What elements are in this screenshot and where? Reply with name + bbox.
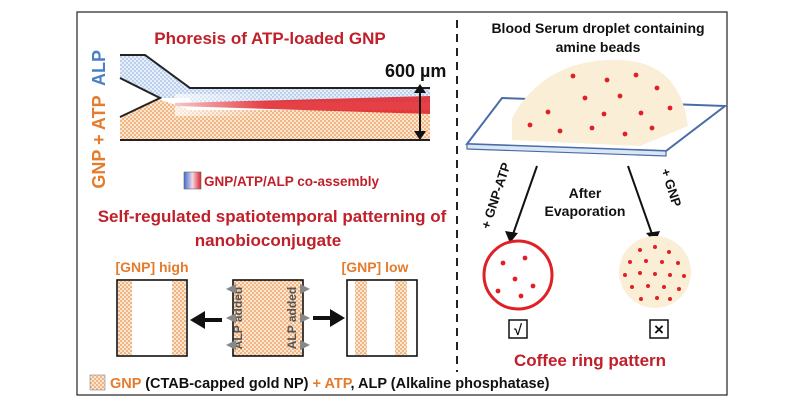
glass-slide-edge (466, 143, 667, 157)
arrow-gnp-atp (511, 165, 538, 238)
channel-width-arrow-head-bottom (414, 131, 426, 140)
co-assembly-legend-label: GNP/ATP/ALP co-assembly (204, 174, 380, 189)
alp-label: ALP (89, 50, 109, 86)
footer-alp-desc: , ALP (Alkaline phosphatase) (351, 376, 550, 392)
channel-splitter (119, 77, 163, 118)
channel-width-label: 600 µm (385, 61, 446, 81)
gnp-atp-result-circle (482, 239, 554, 311)
alp-added-arrows (226, 284, 310, 350)
gnp-low-pattern-box (346, 279, 418, 357)
patterning-title-line1: Self-regulated spatiotemporal patterning… (98, 207, 447, 226)
arrow-to-high (190, 311, 222, 329)
arrow-gnp (627, 165, 654, 238)
gnp-atp-arrow-label: + GNP-ATP (478, 160, 514, 230)
gnp-low-label: [GNP] low (342, 259, 409, 275)
cross-mark: × (654, 320, 664, 339)
coffee-ring-label: Coffee ring pattern (514, 351, 666, 370)
co-assembly-band (175, 96, 430, 114)
footer-gnp: GNP (110, 376, 142, 392)
gnp-high-label: [GNP] high (115, 259, 188, 275)
left-panel-title: Phoresis of ATP-loaded GNP (154, 29, 385, 48)
alp-added-label-right: ALP added (285, 287, 299, 349)
after-evaporation-line2: Evaporation (545, 203, 626, 219)
outer-frame (76, 11, 728, 396)
gnp-arrow-label: + GNP (658, 167, 685, 209)
footer-legend: GNP (CTAB-capped gold NP) + ATP, ALP (Al… (110, 376, 550, 392)
footer-atp: + ATP (312, 376, 352, 392)
check-mark: √ (514, 322, 523, 339)
patterning-title-line2: nanobioconjugate (195, 231, 341, 250)
channel-wall-top (120, 54, 430, 89)
serum-droplet (512, 59, 688, 146)
arrow-gnp-atp-head (505, 231, 518, 243)
alp-added-label-left: ALP added (231, 287, 245, 349)
footer-gnp-desc: (CTAB-capped gold NP) (141, 376, 312, 392)
arrow-to-low (313, 309, 345, 327)
channel-width-arrow-head-top (414, 84, 426, 93)
gnp-atp-stream (120, 98, 430, 140)
check-box (508, 319, 528, 339)
right-panel-title-line2: amine beads (556, 39, 641, 55)
y-channel (119, 54, 430, 141)
after-evaporation-line1: After (569, 185, 602, 201)
co-assembly-legend-swatch (183, 171, 202, 190)
droplet-beads (527, 72, 673, 137)
footer-gnp-swatch (89, 374, 106, 391)
cross-box (649, 319, 669, 339)
co-assembly-fade (175, 94, 265, 116)
gnp-result-circle (619, 236, 691, 308)
gnp-high-pattern-box (116, 279, 188, 357)
gnp-atp-label: GNP + ATP (89, 95, 109, 188)
right-panel-title-line1: Blood Serum droplet containing (491, 20, 704, 36)
